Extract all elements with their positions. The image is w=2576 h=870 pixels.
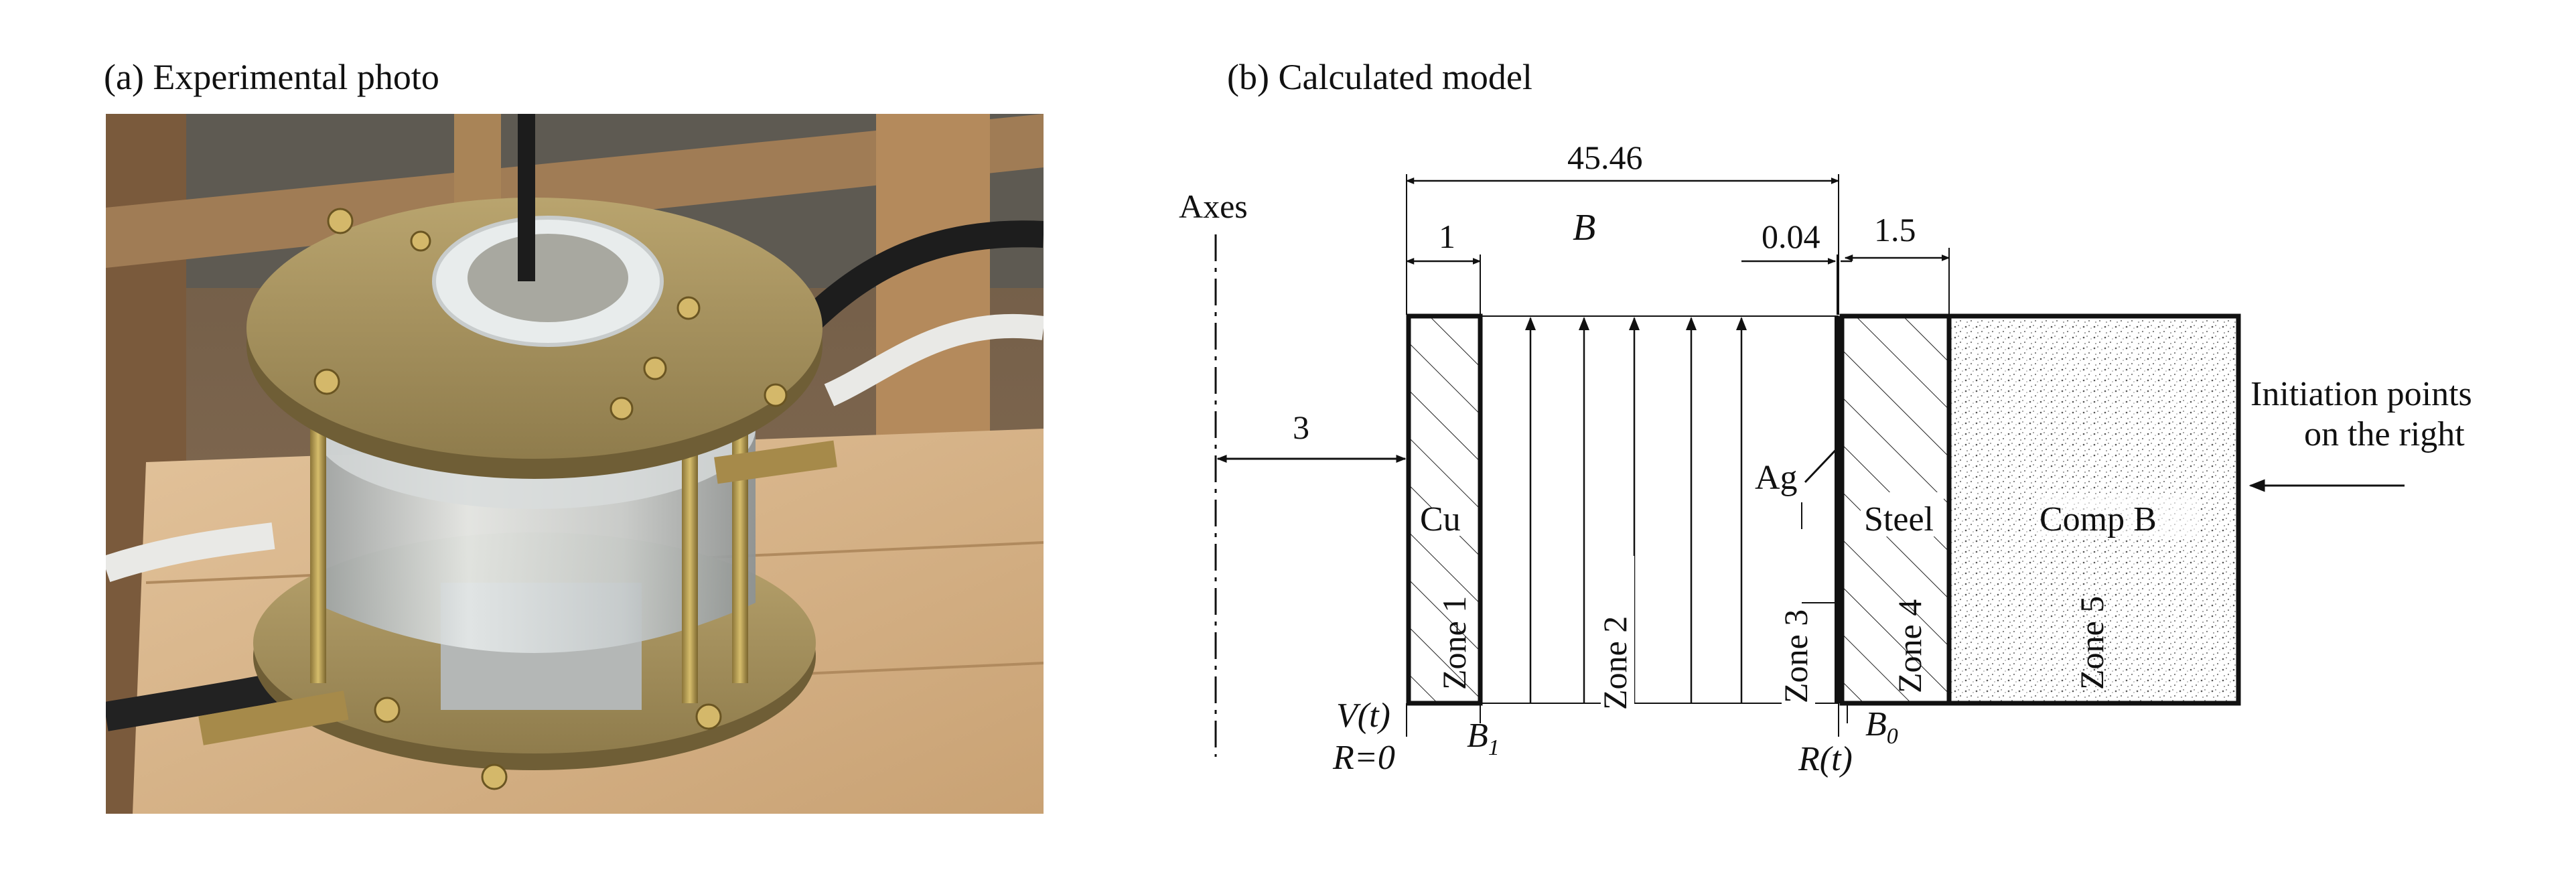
material-comp-b-label: Comp B [2040, 500, 2157, 538]
material-steel-label: Steel [1864, 500, 1934, 538]
radius-label: R(t) [1798, 740, 1853, 778]
material-cu-label: Cu [1420, 500, 1461, 538]
material-ag-label: Ag [1755, 459, 1798, 497]
dimension-steel-label: 1.5 [1874, 211, 1916, 248]
experimental-photo [106, 114, 1044, 814]
dimension-cu-label: 1 [1439, 218, 1455, 255]
caption-experimental-photo: (a) Experimental photo [104, 57, 439, 97]
initiation-label-line1: Initiation points [2250, 375, 2472, 413]
magnetic-field-arrows [1525, 317, 1747, 703]
dimension-gap-label: 3 [1293, 409, 1309, 446]
dimension-ag-label: 0.04 [1762, 218, 1820, 255]
initiation-label-line2: on the right [2304, 415, 2465, 453]
zone-2-label: Zone 2 [1596, 616, 1634, 710]
caption-calculated-model: (b) Calculated model [1227, 57, 1532, 97]
zone-5-label: Zone 5 [2073, 596, 2110, 690]
zone-3-label: Zone 3 [1777, 609, 1814, 703]
calculated-model-diagram: Axes 45.46 1 0.04 1.5 Cu Zone 1 B Zone 2… [1179, 139, 2472, 778]
zone-1-label: Zone 1 [1435, 596, 1473, 690]
zone-4-label: Zone 4 [1891, 599, 1928, 693]
origin-label: R=0 [1332, 739, 1395, 777]
b0-label: B0 [1865, 705, 1898, 749]
axes-label: Axes [1179, 188, 1248, 225]
b1-label: B1 [1467, 717, 1500, 760]
field-label: B [1573, 207, 1595, 248]
velocity-label: V(t) [1336, 697, 1390, 735]
dimension-total-label: 45.46 [1567, 139, 1643, 176]
